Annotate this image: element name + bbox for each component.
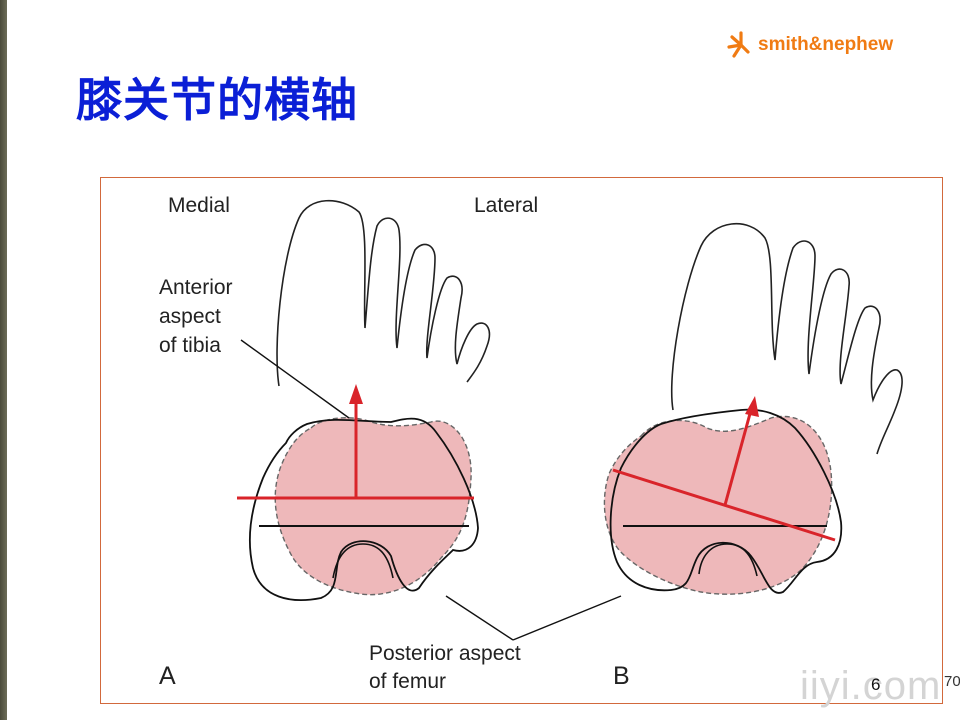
red-ap-axis-b xyxy=(723,409,753,506)
brand-name: smith&nephew xyxy=(758,34,894,55)
foot-outline-b xyxy=(670,223,903,455)
label-posterior-1: Posterior aspect xyxy=(369,642,521,665)
knee-axis-diagram: Medial Lateral Anterior aspect of tibia … xyxy=(159,194,903,693)
foot-outline-a xyxy=(276,199,491,387)
tibia-outline-b xyxy=(603,415,833,595)
label-panel-b: B xyxy=(613,662,630,690)
leader-posterior-a xyxy=(445,595,514,641)
label-panel-a: A xyxy=(159,662,176,690)
femur-outline-a xyxy=(248,417,479,601)
red-arrowhead-b xyxy=(745,396,759,417)
page-total: 70 xyxy=(944,673,960,690)
leader-posterior-b xyxy=(512,595,622,641)
brand-logo: smith&nephew xyxy=(726,28,893,62)
label-anterior-1: Anterior xyxy=(159,276,233,299)
label-posterior-2: of femur xyxy=(369,670,446,693)
label-anterior-3: of tibia xyxy=(159,334,221,357)
leader-anterior xyxy=(240,339,350,419)
knee-axis-figure: Medial Lateral Anterior aspect of tibia … xyxy=(100,177,943,704)
femur-notch-a xyxy=(332,543,394,579)
watermark: iiyi.com xyxy=(800,664,942,708)
label-medial: Medial xyxy=(168,194,230,217)
red-arrowhead-a xyxy=(349,384,363,404)
label-anterior-2: aspect xyxy=(159,305,221,328)
page-number: 6 xyxy=(871,675,881,694)
tibia-outline-a xyxy=(274,417,472,596)
left-accent-bar xyxy=(0,0,7,720)
red-transverse-axis-b xyxy=(612,468,836,542)
label-lateral: Lateral xyxy=(474,194,538,217)
femur-outline-b xyxy=(609,408,843,594)
slide-title: 膝关节的横轴 xyxy=(76,73,358,127)
starburst-icon xyxy=(727,31,750,58)
femur-notch-b xyxy=(698,543,758,577)
